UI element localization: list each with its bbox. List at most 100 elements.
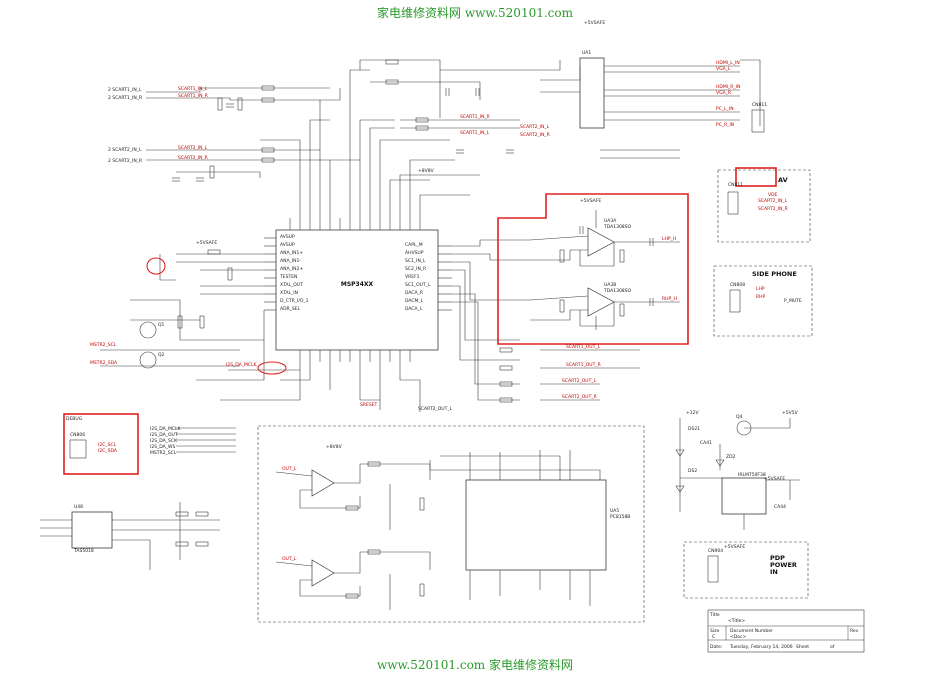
svg-text:DACM_L: DACM_L (405, 298, 424, 304)
power-nets: +5VSAFE +8V8V +5VSAFE +5VSAFE +8V8V +5VS… (196, 20, 785, 482)
side-phone-pin-0: LHP (756, 286, 765, 292)
opamp-b-ref: UA3B (604, 282, 616, 288)
av-connector: CN811 (728, 182, 743, 188)
pn-0: +5VSAFE (584, 20, 605, 26)
misc-nets: I2S_DA_MCLK MSTR2_SCL MSTR2_SDA (90, 342, 258, 368)
wires (100, 59, 761, 412)
svg-text:CN811: CN811 (752, 102, 767, 108)
scart-out-1: SCART1_OUT_R (566, 362, 601, 368)
side-phone-connector: CN808 (730, 282, 745, 288)
svg-text:DACA_R: DACA_R (405, 290, 423, 296)
svg-text:CAPL_M: CAPL_M (405, 242, 423, 248)
pdp-title-1: PDP (770, 554, 785, 562)
opamp-a-ref: UA3A (604, 218, 617, 224)
ua5-ref: UA5 (610, 508, 619, 514)
left-net-0: SCART1_IN_L (178, 86, 208, 92)
opamp-out-r: RHP_H (662, 296, 677, 302)
pn-1: +8V8V (418, 168, 435, 174)
ua5-part: PC8158B (610, 514, 630, 520)
power-part-ds21: DS21 (688, 426, 700, 432)
title-block: Title <Title> Size C Document Number <Do… (707, 609, 865, 653)
left-input-1: 2 SCART1_IN_R (108, 95, 142, 101)
watermark-top: 家电维修资料网 www.520101.com (377, 6, 573, 20)
power-part-q4: Q4 (736, 414, 743, 420)
misc-net-0: I2S_DA_MCLK (226, 362, 258, 368)
misc-net-4: MSTR2_SCL (90, 342, 117, 348)
svg-text:AHVSUP: AHVSUP (405, 250, 424, 256)
svg-text:ANA_IN1+: ANA_IN1+ (280, 250, 303, 256)
tb-date-value: Tuesday, February 14, 2006 (729, 644, 793, 650)
svg-text:Q2: Q2 (158, 352, 165, 358)
left-net-1: SCART1_IN_R (178, 93, 208, 99)
hdmi-net-5: PC_R_IN (716, 122, 734, 128)
pn-2: +5VSAFE (580, 198, 601, 204)
misc-net-5: MSTR2_SDA (90, 360, 118, 366)
debug-net-1: I2C_SDA (98, 448, 118, 454)
av-box: AV CN811 VDE SCART2_IN_L SCART2_IN_R (717, 167, 811, 243)
pdp-connector: CN904 (708, 548, 723, 554)
debug-net-0: I2C_SCL (98, 442, 117, 448)
svg-text:XTAL_IN: XTAL_IN (280, 290, 298, 296)
i2s-1: I2S_DA_OUT (150, 432, 178, 438)
tb-size-value: C (712, 634, 715, 640)
hdmi-net-4: PC_L_IN (716, 106, 734, 112)
tb-doc-value: <Doc> (730, 634, 746, 640)
hdmi-net-0: HDMI_L_IN (716, 60, 740, 66)
amp-in-net-1: OUT_L (282, 556, 297, 562)
svg-text:AVSUP: AVSUP (280, 234, 295, 240)
side-phone-pin-2: P_MUTE (784, 298, 802, 304)
scart-outputs: SCART1_OUT_L SCART1_OUT_R SCART2_OUT_L S… (360, 344, 601, 412)
watermark-bottom: www.520101.com 家电维修资料网 (377, 658, 573, 672)
tb-rev-label: Rev (850, 628, 859, 634)
left-net-2: SCART2_IN_L (178, 145, 208, 151)
left-net-3: SCART2_IN_R (178, 155, 208, 161)
svg-text:Q1: Q1 (158, 322, 165, 328)
svg-text:TESTEN: TESTEN (279, 274, 297, 280)
power-part-ds2: DS2 (688, 468, 697, 474)
top-right-ic: UA1 CN811 (579, 50, 767, 133)
left-input-2: 2 SCART2_IN_L (108, 147, 142, 153)
amp-subsection: UA5 PC8158B (257, 425, 645, 623)
scart2-in-l-top: SCART2_IN_L (520, 124, 550, 130)
u48-block: U48 TAS5018 (40, 502, 220, 570)
svg-text:SC1_IN_L: SC1_IN_L (405, 258, 426, 264)
scart-in-l-top: SCART1_IN_L (460, 130, 490, 136)
opamp-a-part: TDA1308SO (603, 224, 632, 230)
power-rail-1: +5V5V (782, 410, 799, 416)
power-rail-0: +12V (686, 410, 699, 416)
reset-net: SRESET (360, 402, 378, 408)
scart-out-3: SCART2_OUT_R (562, 394, 597, 400)
tb-of-label: of (830, 644, 835, 650)
opamp-out-l: LHP_H (662, 236, 676, 242)
i2s-3: I2S_DA_WS (150, 444, 175, 450)
scart-in-r-top: SCART1_IN_R (460, 114, 490, 120)
i2s-4: MSTR2_SCL (150, 450, 177, 456)
svg-text:ANA_IN1-: ANA_IN1- (280, 258, 301, 264)
hdmi-net-3: VGA_R (716, 90, 731, 96)
tb-sheet-label: Sheet (796, 644, 809, 650)
power-reg: IRLM750F38 (738, 472, 766, 478)
svg-text:SC1_OUT_L: SC1_OUT_L (405, 282, 431, 288)
tb-doc-label: Document Number (730, 628, 773, 634)
tb-title-value: <Title> (728, 618, 745, 624)
svg-text:SC2_IN_R: SC2_IN_R (405, 266, 426, 272)
debug-box: DEBUG CN806 I2C_SCL I2C_SDA (63, 413, 139, 475)
av-pin-0: VDE (768, 192, 778, 198)
hdmi-nets: HDMI_L_IN HDMI_R_IN VGA_L VGA_R PC_L_IN … (716, 60, 740, 128)
left-input-3: 2 SCART2_IN_R (108, 158, 142, 164)
u48-ref: U48 (74, 504, 83, 510)
u48-part: TAS5018 (73, 548, 94, 554)
pn-3: +5VSAFE (196, 240, 217, 246)
scart-out-0: SCART1_OUT_L (566, 344, 601, 350)
hdmi-net-2: VGA_L (716, 66, 731, 72)
main-ic-label: MSP34XX (341, 281, 374, 288)
left-inputs: 2 SCART1_IN_L 2 SCART1_IN_R 2 SCART2_IN_… (108, 86, 550, 164)
opamp-b-part: TDA1308SO (603, 288, 632, 294)
av-pin-1: SCART2_IN_L (758, 198, 788, 204)
i2s-group: I2S_DA_MCLK I2S_DA_OUT I2S_DA_SCK I2S_DA… (150, 426, 236, 456)
pdp-title-2: POWER (770, 561, 797, 569)
pn-4: +8V8V (326, 444, 343, 450)
main-ic: MSP34XX AVSUP AVSUP ANA_IN1+ ANA_IN1- AN… (264, 218, 452, 362)
svg-text:XTAL_OUT: XTAL_OUT (280, 282, 303, 288)
